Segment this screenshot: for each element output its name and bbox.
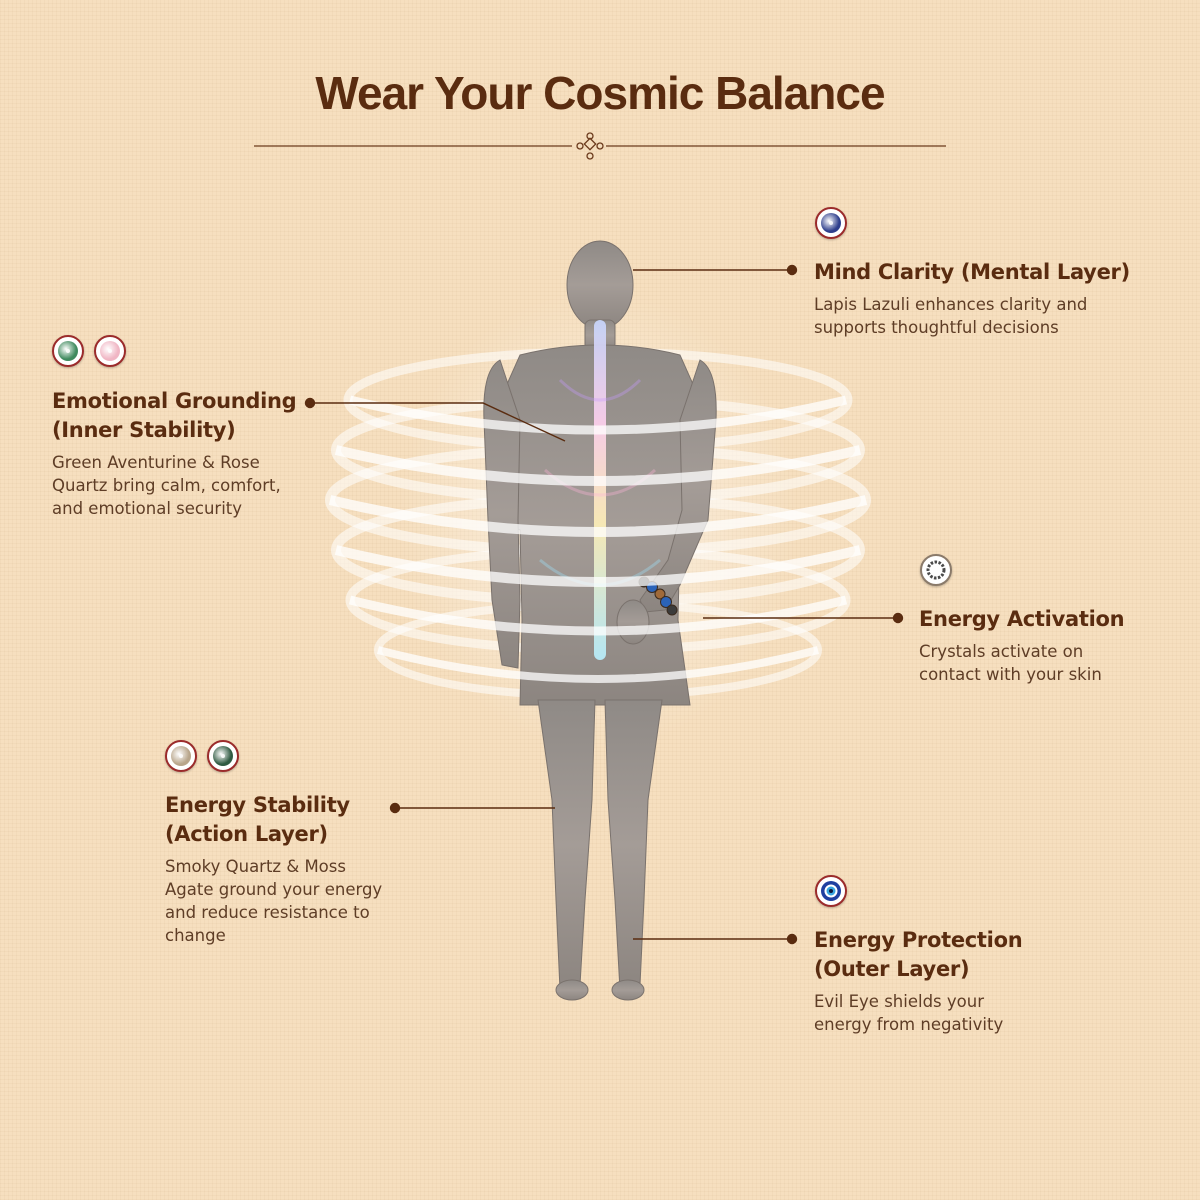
mind-gems	[815, 207, 847, 239]
smoky-quartz-bead-icon	[165, 740, 197, 772]
energy-protection-block: Energy Protection (Outer Layer) Evil Eye…	[814, 926, 1114, 1036]
emotional-grounding-description: Green Aventurine & Rose Quartz bring cal…	[52, 453, 281, 518]
energy-stability-description: Smoky Quartz & Moss Agate ground your en…	[165, 857, 383, 945]
crystal-bracelet-icon	[920, 554, 952, 586]
energy-activation-description: Crystals activate on contact with your s…	[919, 642, 1102, 684]
energy-protection-description: Evil Eye shields your energy from negati…	[814, 992, 1004, 1034]
lapis-lazuli-bead-icon	[815, 207, 847, 239]
mind-clarity-description: Lapis Lazuli enhances clarity and suppor…	[814, 295, 1088, 337]
ornament-knot-icon	[576, 132, 604, 160]
ornament-divider	[254, 132, 946, 160]
energy-stability-heading: Energy Stability (Action Layer)	[165, 793, 350, 846]
stability-gems	[165, 740, 239, 772]
energy-protection-heading: Energy Protection (Outer Layer)	[814, 928, 1023, 981]
emotional-grounding-heading: Emotional Grounding (Inner Stability)	[52, 389, 297, 442]
energy-activation-heading: Energy Activation	[919, 607, 1125, 631]
mind-clarity-heading: Mind Clarity (Mental Layer)	[814, 260, 1130, 284]
emotional-gems	[52, 335, 126, 367]
activation-gems	[920, 554, 952, 586]
protection-gems	[815, 875, 847, 907]
moss-agate-bead-icon	[207, 740, 239, 772]
page-title: Wear Your Cosmic Balance	[315, 67, 885, 119]
spine-light	[594, 320, 606, 660]
mind-clarity-block: Mind Clarity (Mental Layer) Lapis Lazuli…	[814, 258, 1154, 339]
evil-eye-bead-icon	[815, 875, 847, 907]
energy-stability-block: Energy Stability (Action Layer) Smoky Qu…	[165, 791, 415, 947]
rose-quartz-bead-icon	[94, 335, 126, 367]
energy-rings-front	[328, 395, 868, 683]
energy-activation-block: Energy Activation Crystals activate on c…	[919, 605, 1179, 686]
emotional-grounding-block: Emotional Grounding (Inner Stability) Gr…	[52, 387, 322, 520]
green-aventurine-bead-icon	[52, 335, 84, 367]
